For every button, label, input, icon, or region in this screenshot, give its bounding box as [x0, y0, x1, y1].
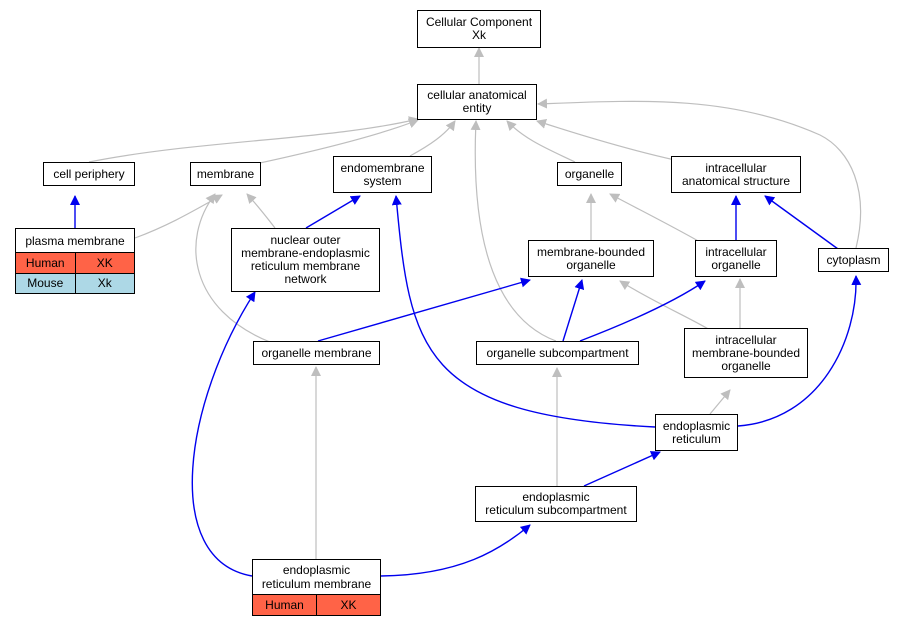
part-of-edge: [579, 280, 706, 342]
node-label-line: intracellular: [705, 244, 767, 259]
node-cellular-component[interactable]: Cellular Component Xk: [417, 10, 541, 48]
part-of-edge: [737, 275, 862, 427]
node-label-line: membrane-bounded: [691, 345, 801, 360]
node-label-line: reticulum: [672, 431, 721, 446]
is-a-edge: [619, 280, 711, 331]
part-of-edge: [191, 291, 256, 577]
node-label-line: cellular anatomical: [427, 88, 527, 102]
node-er-membrane[interactable]: endoplasmic reticulum membrane Human XK: [252, 559, 381, 616]
annotation-row: Human XK: [16, 253, 134, 273]
node-label-line: entity: [462, 101, 492, 115]
node-membrane-bounded-organelle[interactable]: membrane-bounded organelle: [528, 240, 654, 277]
node-label-line: intracellular: [715, 332, 777, 347]
node-label-line: nuclear outer: [270, 233, 341, 247]
part-of-edge: [764, 195, 839, 250]
part-of-edge: [562, 279, 585, 342]
gene-cell: XK: [74, 253, 134, 273]
part-of-edge: [305, 195, 361, 229]
species-cell-human: Human: [16, 253, 75, 273]
node-plasma-membrane[interactable]: plasma membrane Human XK Mouse Xk: [15, 228, 135, 294]
annotation-row: Human XK: [253, 595, 380, 615]
node-cytoplasm[interactable]: cytoplasm: [818, 248, 889, 272]
part-of-edge: [380, 524, 531, 577]
is-a-edge: [609, 193, 701, 243]
node-label-line: system: [363, 173, 402, 188]
node-label-line: reticulum subcompartment: [485, 503, 627, 517]
node-label-line: organelle: [564, 166, 615, 181]
node-label-line: reticulum membrane: [250, 259, 361, 273]
gene-cell: Xk: [74, 273, 134, 293]
node-label-line: reticulum membrane: [261, 577, 372, 591]
node-label-line: endoplasmic: [522, 490, 590, 504]
node-label-line: network: [284, 272, 327, 286]
annotation-row: Mouse Xk: [16, 272, 134, 293]
node-endoplasmic-reticulum[interactable]: endoplasmic reticulum: [655, 414, 738, 451]
is-a-edge: [537, 98, 862, 249]
species-cell-mouse: Mouse: [16, 273, 75, 293]
is-a-edge: [506, 120, 576, 163]
node-cell-periphery[interactable]: cell periphery: [43, 162, 135, 186]
node-intracellular-membrane-bounded-organelle[interactable]: intracellular membrane-bounded organelle: [684, 328, 808, 378]
gene-cell: XK: [316, 595, 380, 615]
is-a-edge: [409, 120, 456, 157]
is-a-edge: [536, 119, 676, 161]
part-of-edge: [317, 277, 531, 342]
node-label-line: organelle: [566, 257, 616, 272]
node-title: endoplasmic reticulum membrane: [253, 560, 380, 595]
part-of-edge: [391, 195, 656, 428]
node-cellular-anatomical-entity[interactable]: cellular anatomical entity: [417, 84, 537, 120]
node-organelle[interactable]: organelle: [557, 162, 622, 186]
part-of-edge: [583, 451, 661, 487]
node-label-line: anatomical structure: [681, 173, 791, 188]
is-a-edge: [246, 193, 276, 229]
is-a-edge: [134, 194, 223, 239]
node-label-line: Cellular Component: [425, 15, 533, 29]
node-organelle-subcompartment[interactable]: organelle subcompartment: [476, 341, 639, 365]
is-a-edge: [254, 118, 419, 165]
node-label-line: organelle subcompartment: [486, 345, 629, 360]
node-intracellular-organelle[interactable]: intracellular organelle: [695, 240, 777, 277]
node-label-line: cytoplasm: [826, 252, 881, 267]
node-label-line: membrane: [196, 166, 255, 181]
node-label-line: organelle membrane: [261, 345, 372, 360]
node-label-line: cell periphery: [53, 166, 125, 181]
node-nuclear-outer-membrane-er-membrane-network[interactable]: nuclear outer membrane-endoplasmic retic…: [231, 228, 380, 292]
node-label-line: organelle: [711, 257, 761, 272]
node-er-subcompartment[interactable]: endoplasmic reticulum subcompartment: [475, 486, 637, 522]
node-label-line: membrane-endoplasmic: [241, 246, 370, 260]
node-title: plasma membrane: [16, 229, 134, 253]
species-cell-human: Human: [253, 595, 316, 615]
is-a-edge: [709, 389, 731, 415]
node-label-line: endomembrane: [340, 160, 425, 175]
node-label-line: intracellular: [705, 160, 767, 175]
node-intracellular-anatomical-structure[interactable]: intracellular anatomical structure: [671, 156, 801, 193]
node-membrane[interactable]: membrane: [190, 162, 261, 186]
is-a-edge: [88, 116, 419, 163]
node-label-line: Xk: [471, 28, 486, 42]
is-a-edge: [470, 120, 557, 342]
node-label-line: endoplasmic: [662, 418, 731, 433]
node-label-line: membrane-bounded: [536, 244, 646, 259]
node-label-line: endoplasmic: [282, 563, 351, 577]
node-organelle-membrane[interactable]: organelle membrane: [253, 341, 380, 365]
is-a-edge: [195, 193, 271, 343]
node-label-line: organelle: [721, 358, 771, 373]
node-endomembrane-system[interactable]: endomembrane system: [333, 156, 432, 193]
